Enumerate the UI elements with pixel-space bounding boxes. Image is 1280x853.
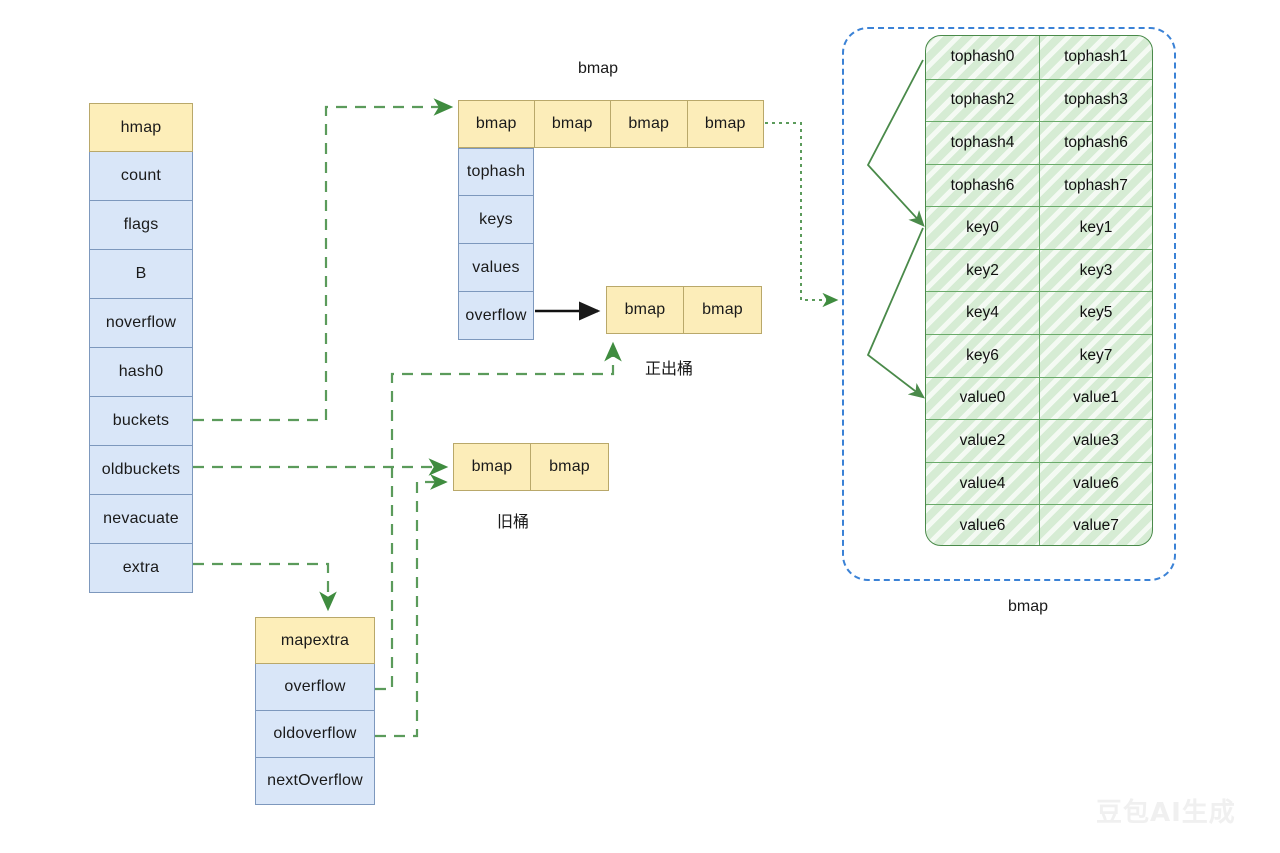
hmap-field-noverflow[interactable]: noverflow xyxy=(89,299,193,348)
bucket-cell-2[interactable]: bmap xyxy=(611,100,688,148)
grid-cell-key5[interactable]: key5 xyxy=(1039,292,1152,335)
grid-cell-key7[interactable]: key7 xyxy=(1039,335,1152,377)
mapextra-title: mapextra xyxy=(255,617,375,664)
old-bucket-cell-1[interactable]: bmap xyxy=(531,443,609,491)
grid-cell-tophash6[interactable]: tophash6 xyxy=(950,176,1015,194)
hmap-field-nevacuate[interactable]: nevacuate xyxy=(89,495,193,544)
connector-bmap-to-detail xyxy=(765,122,839,308)
bmap-section-caption: bmap xyxy=(578,60,619,77)
hmap-field-extra[interactable]: extra xyxy=(89,544,193,593)
grid-row: value0 value1 xyxy=(926,376,1152,420)
grid-row: tophash2 tophash3 xyxy=(926,78,1152,122)
grid-cell-key6[interactable]: key6 xyxy=(966,346,999,364)
grid-row: tophash4 tophash6 xyxy=(926,121,1152,164)
grid-cell-value1[interactable]: value1 xyxy=(1039,377,1152,420)
grid-cell-tophash5[interactable]: tophash6 xyxy=(1039,122,1152,164)
hmap-field-b[interactable]: B xyxy=(89,250,193,299)
mapextra-struct: mapextra overflow oldoverflow nextOverfl… xyxy=(255,617,375,805)
detail-bmap-caption: bmap xyxy=(1008,598,1049,615)
grid-row: value2 value3 xyxy=(926,419,1152,462)
connector-extra-to-mapextra xyxy=(193,562,337,612)
bmap-field-values[interactable]: values xyxy=(458,244,534,292)
connector-mapextra-oldoverflow-to-oldbucket xyxy=(375,474,448,738)
detail-bmap-container xyxy=(842,27,1176,581)
grid-cell-tophash1[interactable]: tophash1 xyxy=(1039,36,1152,79)
grid-cell-value2[interactable]: value2 xyxy=(959,431,1006,449)
grid-cell-value4[interactable]: value4 xyxy=(959,474,1006,492)
grid-row: value6 value7 xyxy=(926,504,1152,545)
connector-buckets-to-bmap xyxy=(193,98,454,422)
hmap-field-oldbuckets[interactable]: oldbuckets xyxy=(89,446,193,495)
hmap-title: hmap xyxy=(89,103,193,152)
bucket-cell-1[interactable]: bmap xyxy=(534,100,611,148)
overflow-bucket-cell-1[interactable]: bmap xyxy=(684,286,762,334)
bmap-field-tophash[interactable]: tophash xyxy=(458,148,534,196)
grid-cell-value0[interactable]: value0 xyxy=(959,389,1006,407)
grid-row: tophash6 tophash7 xyxy=(926,163,1152,207)
grid-cell-tophash0[interactable]: tophash0 xyxy=(950,48,1015,66)
grid-cell-key2[interactable]: key2 xyxy=(966,261,999,279)
bmap-field-keys[interactable]: keys xyxy=(458,196,534,244)
bucket-cell-0[interactable]: bmap xyxy=(458,100,535,148)
buckets-array: bmap bmap bmap bmap xyxy=(458,100,764,148)
grid-cell-value3[interactable]: value3 xyxy=(1039,420,1152,462)
overflow-bucket-caption: 正出桶 xyxy=(645,361,694,378)
old-bucket-caption: 旧桶 xyxy=(497,514,530,531)
grid-cell-tophash7[interactable]: tophash7 xyxy=(1039,164,1152,207)
hmap-struct: hmap count flags B noverflow hash0 bucke… xyxy=(89,103,193,593)
grid-cell-key4[interactable]: key4 xyxy=(966,304,999,322)
grid-cell-tophash2[interactable]: tophash2 xyxy=(950,91,1015,109)
mapextra-field-oldoverflow[interactable]: oldoverflow xyxy=(255,711,375,758)
grid-cell-key1[interactable]: key1 xyxy=(1039,207,1152,249)
mapextra-field-overflow[interactable]: overflow xyxy=(255,664,375,711)
hmap-field-hash0[interactable]: hash0 xyxy=(89,348,193,397)
grid-cell-key0[interactable]: key0 xyxy=(966,219,999,237)
grid-row: key2 key3 xyxy=(926,248,1152,292)
grid-row: tophash0 tophash1 xyxy=(926,36,1152,79)
grid-cell-value5[interactable]: value6 xyxy=(1039,462,1152,505)
grid-cell-value7[interactable]: value7 xyxy=(1039,505,1152,545)
grid-cell-key3[interactable]: key3 xyxy=(1039,249,1152,292)
overflow-bucket-array: bmap bmap xyxy=(606,286,762,334)
bmap-struct: tophash keys values overflow xyxy=(458,148,534,340)
grid-row: key4 key5 xyxy=(926,291,1152,335)
bmap-field-overflow[interactable]: overflow xyxy=(458,292,534,340)
old-bucket-array: bmap bmap xyxy=(453,443,609,491)
mapextra-field-nextoverflow[interactable]: nextOverflow xyxy=(255,758,375,805)
bucket-cell-3[interactable]: bmap xyxy=(687,100,764,148)
hmap-field-buckets[interactable]: buckets xyxy=(89,397,193,446)
detail-bmap-grid: tophash0 tophash1 tophash2 tophash3 tophas… xyxy=(925,35,1153,546)
overflow-bucket-cell-0[interactable]: bmap xyxy=(606,286,684,334)
grid-row: value4 value6 xyxy=(926,461,1152,505)
grid-cell-value6[interactable]: value6 xyxy=(959,517,1006,535)
grid-cell-tophash4[interactable]: tophash4 xyxy=(950,133,1015,151)
hmap-field-flags[interactable]: flags xyxy=(89,201,193,250)
old-bucket-cell-0[interactable]: bmap xyxy=(453,443,531,491)
grid-row: key6 key7 xyxy=(926,334,1152,377)
hmap-field-count[interactable]: count xyxy=(89,152,193,201)
grid-row: key0 key1 xyxy=(926,206,1152,249)
grid-cell-tophash3[interactable]: tophash3 xyxy=(1039,79,1152,122)
connector-mapextra-overflow-to-overflowbucket xyxy=(375,341,622,691)
watermark: 豆包AI生成 xyxy=(1096,798,1236,828)
